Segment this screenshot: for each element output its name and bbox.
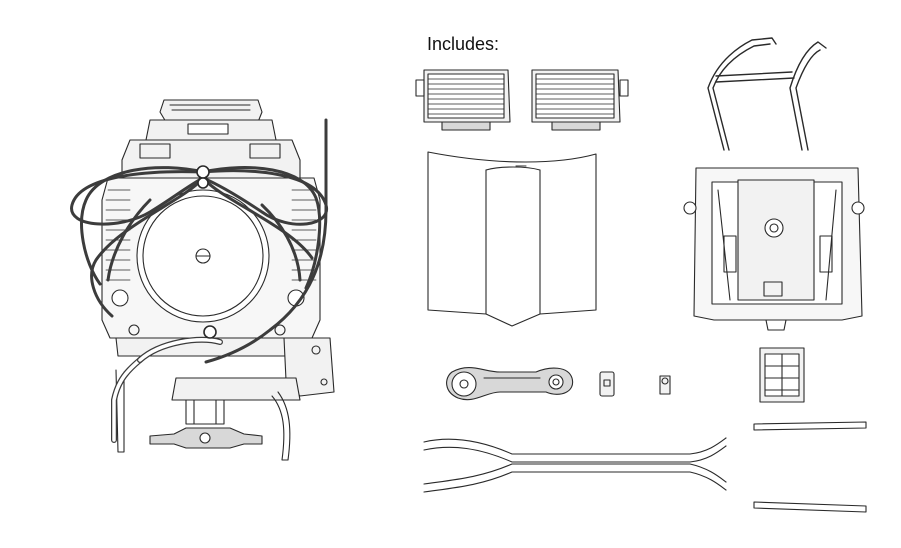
engine-cradle-frame xyxy=(683,167,865,331)
long-rail-upper xyxy=(423,437,727,463)
small-clip xyxy=(659,375,671,395)
short-rail-lower xyxy=(753,501,867,513)
includes-label: Includes: xyxy=(427,34,500,54)
linkage-arm xyxy=(446,367,574,401)
long-rail-lower xyxy=(423,463,727,493)
roll-hoop xyxy=(707,37,827,151)
terminal-box xyxy=(759,347,805,403)
small-bracket xyxy=(599,371,615,397)
engine-hoses xyxy=(70,118,328,364)
hood-panel xyxy=(427,151,597,327)
radiator-right xyxy=(531,69,629,131)
radiator-left xyxy=(415,69,511,131)
engine-assembly xyxy=(70,99,335,461)
short-rail-upper xyxy=(753,421,867,431)
